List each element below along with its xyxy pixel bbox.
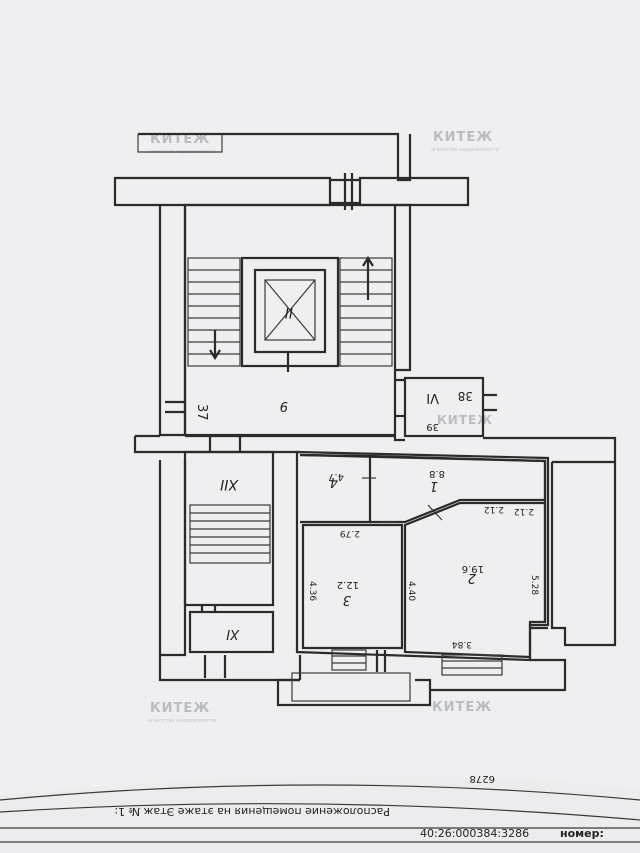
stair-flight-right	[339, 255, 393, 367]
dim-r2-bottom: 3.84	[452, 639, 472, 649]
room-2-number: 2	[468, 570, 476, 585]
dim-r3-left: 4.36	[307, 581, 317, 601]
room-4: 4 4.7	[299, 453, 376, 524]
room-xi: XI	[188, 605, 275, 678]
dim-r2-right: 5.28	[529, 575, 539, 595]
svg-text:КИТЕЖ: КИТЕЖ	[433, 130, 493, 145]
right-lower-walls	[430, 626, 567, 692]
room-1-area: 8.8	[429, 468, 445, 479]
room-4-area: 4.7	[328, 471, 344, 482]
cadastral-stamp: Расположение помещения на этаже Этаж № 1…	[0, 773, 640, 843]
dim-r3-top: 2.79	[340, 528, 360, 538]
stamp-floor-caption: Расположение помещения на этаже Этаж № 1…	[114, 805, 390, 818]
room-xi-label: XI	[226, 626, 240, 641]
room-vi: VI 38 39	[395, 376, 497, 438]
stair-hall-door-west	[165, 400, 185, 414]
svg-text:КИТЕЖ: КИТЕЖ	[150, 132, 210, 147]
stair-hall-number: 9	[280, 398, 288, 413]
svg-text:КИТЕЖ: КИТЕЖ	[432, 700, 492, 715]
stair-down-arrow-icon	[209, 330, 221, 361]
elevator-label: II	[285, 304, 293, 320]
elevator-shaft: II	[240, 256, 340, 372]
room-xii-label: XII	[220, 476, 239, 492]
svg-text:КИТЕЖ: КИТЕЖ	[150, 701, 210, 716]
watermark-bottom-left: КИТЕЖ агентство недвижимости	[148, 701, 216, 724]
stamp-cad-label: номер:	[560, 827, 604, 840]
room-2: 2 19.6 2.12 2.12 5.28 3.84	[403, 501, 547, 659]
room-4-number: 4	[330, 474, 338, 489]
stair-flight-left	[187, 257, 241, 367]
room-3-area: 12.2	[337, 579, 359, 590]
watermark-top-right: КИТЕЖ агентство недвижимости	[431, 130, 499, 153]
dim-r2-top2: 2.12	[514, 506, 534, 516]
room-xii: XII	[183, 450, 275, 607]
svg-text:КИТЕЖ: КИТЕЖ	[437, 413, 493, 427]
stamp-cad-number: 40:26:000384:3286	[420, 827, 529, 840]
svg-text:агентство недвижимости: агентство недвижимости	[431, 147, 499, 153]
watermark-mid-right: КИТЕЖ	[437, 413, 493, 427]
dim-r2-top: 2.12	[484, 504, 504, 514]
stair-hall-area: 37	[194, 404, 209, 421]
stamp-fragment: 6278	[470, 773, 495, 784]
bottom-entrance	[276, 655, 432, 707]
room-2-area: 19.6	[462, 563, 484, 574]
stair-up-arrow-icon	[362, 255, 374, 300]
room-vi-area: 38	[458, 389, 473, 403]
room-vi-label: VI	[426, 390, 439, 405]
room-vi-dim: 39	[426, 421, 439, 432]
svg-text:агентство недвижимости: агентство недвижимости	[148, 718, 216, 724]
bottom-windows	[331, 649, 503, 676]
room-3: 3 12.2 2.79 4.36 4.40	[301, 521, 416, 650]
watermark-bottom-right: КИТЕЖ	[432, 700, 492, 715]
room-1-number: 1	[430, 478, 438, 493]
right-extension-walls	[550, 462, 617, 647]
paper-sheet	[0, 0, 640, 795]
stair-hall-east-wall	[395, 203, 412, 372]
dim-r3-right: 4.40	[406, 581, 416, 601]
room-3-number: 3	[343, 592, 351, 607]
